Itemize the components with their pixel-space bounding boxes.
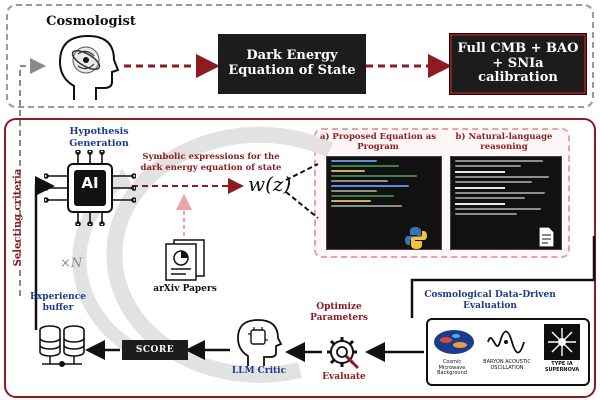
score-box: SCORE: [122, 340, 188, 360]
evaluate-gear-icon: [327, 337, 360, 370]
dataset-label-bao: BARYON ACOUSTIC OSCILLATION: [483, 359, 531, 371]
symbolic-expressions-label: Symbolic expressions for the dark energy…: [140, 152, 282, 173]
wz-symbol: w(z): [248, 172, 292, 196]
selecting-criteria-label: Selecting criteria: [12, 168, 24, 267]
dataset-label-snia: TYPE IA SUPERNOVA: [544, 361, 580, 373]
calibration-box: Full CMB + BAO + SNIa calibration: [449, 33, 587, 95]
hypothesis-generation-label: Hypothesis Generation: [69, 126, 129, 149]
code-panel: [326, 156, 442, 250]
evaluate-label: Evaluate: [322, 372, 366, 382]
proposed-equation-label: a) Proposed Equation as Program: [319, 132, 437, 153]
document-icon: [538, 226, 555, 248]
ai-chip-icon: [44, 150, 136, 226]
llm-critic-label: LLM Critic: [231, 366, 287, 376]
experience-buffer-label: Experience buffer: [30, 292, 86, 313]
natural-language-label: b) Natural-language reasoning: [455, 132, 553, 153]
cosmologist-head-icon: [58, 34, 120, 100]
datasets-icons: [434, 324, 580, 360]
llm-critic-icon: [237, 319, 283, 366]
cmb-map-icon: [434, 330, 474, 354]
optimize-parameters-label: Optimize Parameters: [310, 302, 368, 323]
dataset-label-cmb: Cosmic Microwave Background: [437, 359, 467, 376]
bao-wave-icon: [487, 330, 525, 354]
arxiv-papers-label: arXiv Papers: [153, 284, 217, 294]
supernova-icon: [544, 324, 580, 360]
cosmological-evaluation-label: Cosmological Data-Driven Evaluation: [424, 290, 556, 312]
database-icon: [39, 325, 85, 367]
selecting-criteria-label-wrap: Selecting criteria: [8, 150, 28, 290]
times-n-label: ×N: [60, 256, 83, 271]
dark-energy-box: Dark Energy Equation of State: [218, 34, 366, 94]
top-section-frame: [6, 4, 594, 108]
python-logo-icon: [405, 227, 427, 249]
cosmologist-label: Cosmologist: [46, 14, 136, 29]
ai-chip-text: AI: [81, 174, 99, 192]
arxiv-papers-icon: [165, 239, 205, 281]
